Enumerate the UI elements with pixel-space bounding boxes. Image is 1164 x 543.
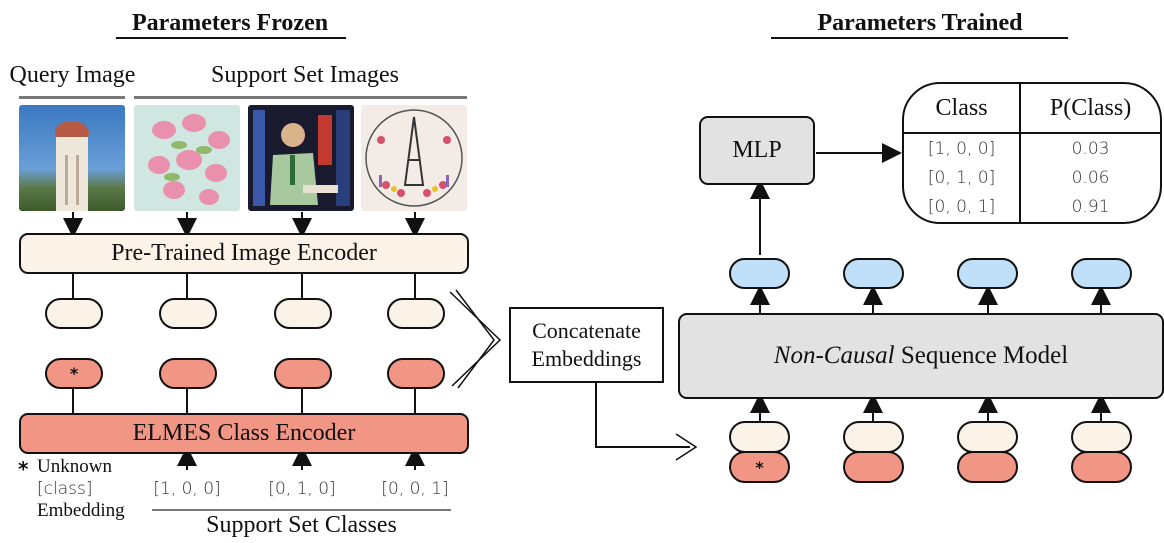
class-encoder-label: ELMES Class Encoder [132, 420, 356, 446]
query-image-label: Query Image [9, 62, 136, 88]
table-cell-prob: 0.06 [1071, 168, 1110, 189]
output-embedding-2 [843, 258, 904, 289]
sequence-model-box: Non-Causal Sequence Model [678, 313, 1164, 399]
table-cell-class: [0, 1, 0] [904, 163, 1022, 193]
trained-title: Parameters Trained [817, 10, 1023, 36]
sequence-model-italic: Non-Causal [773, 342, 895, 369]
table-row: [1, 0, 0] 0.03 [904, 133, 1160, 164]
input-class-embedding-1: * [729, 451, 790, 483]
input-class-embedding-4 [1071, 451, 1132, 483]
query-image-tower [19, 105, 125, 211]
support-image-flowers [134, 105, 240, 211]
query-rule [19, 96, 125, 99]
input-image-embedding-4 [1071, 421, 1132, 453]
output-embedding-4 [1071, 258, 1132, 289]
footnote-marker: * [18, 457, 29, 481]
table-cell-class: [0, 0, 1] [904, 192, 1022, 222]
frozen-title: Parameters Frozen [131, 10, 329, 36]
class-encoder-box: ELMES Class Encoder [19, 413, 469, 454]
image-encoder-box: Pre-Trained Image Encoder [19, 233, 469, 274]
input-image-embedding-3 [957, 421, 1018, 453]
support-class-1: [1, 0, 0] [153, 479, 221, 499]
input-class-embedding-2 [843, 451, 904, 483]
table-cell-prob: 0.91 [1071, 197, 1110, 218]
table-header-class: Class [904, 84, 1022, 134]
class-embedding-support-1 [159, 358, 217, 389]
image-embedding-support-1 [159, 298, 217, 329]
footnote-line-1: Unknown [37, 456, 112, 477]
table-row: [0, 1, 0] 0.06 [904, 163, 1160, 193]
output-embedding-1 [729, 258, 790, 289]
mlp-label: MLP [732, 137, 782, 163]
mlp-box: MLP [699, 116, 815, 185]
table-cell-prob: 0.03 [1071, 138, 1110, 159]
class-embedding-unknown: * [45, 358, 103, 389]
image-encoder-label: Pre-Trained Image Encoder [111, 240, 377, 266]
probability-table: Class P(Class) [1, 0, 0] 0.03 [0, 1, 0] 0.… [902, 82, 1162, 224]
sequence-model-label: Sequence Model [894, 342, 1069, 369]
output-embedding-3 [957, 258, 1018, 289]
unknown-marker: * [755, 457, 764, 477]
support-classes-label: Support Set Classes [206, 512, 397, 538]
footnote-line-2: [class] [37, 479, 93, 499]
class-embedding-support-3 [387, 358, 445, 389]
support-class-2: [0, 1, 0] [268, 479, 336, 499]
image-embedding-query [45, 298, 103, 329]
image-embedding-support-2 [274, 298, 332, 329]
support-rule [134, 96, 467, 99]
class-embedding-support-2 [274, 358, 332, 389]
image-embedding-support-3 [387, 298, 445, 329]
concatenate-line-1: Concatenate [532, 318, 641, 343]
input-image-embedding-2 [843, 421, 904, 453]
unknown-marker: * [69, 364, 79, 383]
support-class-3: [0, 0, 1] [381, 479, 449, 499]
input-image-embedding-1 [729, 421, 790, 453]
table-cell-class: [1, 0, 0] [904, 133, 1022, 164]
support-images-label: Support Set Images [211, 62, 399, 88]
support-image-stained-glass [248, 105, 354, 211]
footnote-text: Unknown [class] Embedding [37, 456, 125, 522]
input-class-embedding-3 [957, 451, 1018, 483]
trained-title-underline [771, 37, 1068, 39]
support-classes-rule [152, 509, 451, 511]
concatenate-line-2: Embeddings [531, 346, 642, 371]
frozen-title-underline [116, 37, 346, 39]
footnote-line-3: Embedding [37, 500, 125, 521]
table-header-prob: P(Class) [1020, 84, 1160, 134]
concatenate-box: Concatenate Embeddings [509, 307, 664, 383]
support-image-eiffel [361, 105, 467, 211]
table-row: [0, 0, 1] 0.91 [904, 192, 1160, 222]
